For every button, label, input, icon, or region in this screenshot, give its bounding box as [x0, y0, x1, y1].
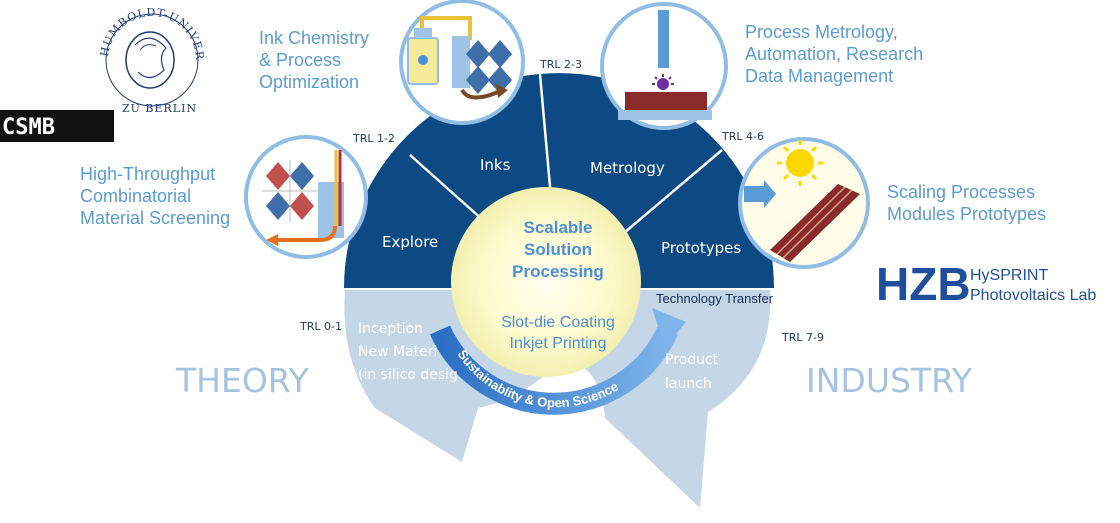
scaling-circle [738, 137, 870, 269]
center-glow [451, 187, 641, 377]
segment-inks: Inks [480, 156, 511, 174]
segment-explore: Explore [382, 233, 438, 251]
metrology-line-3: Data Management [745, 66, 893, 86]
trl-4-6: TRL 4-6 [721, 130, 764, 143]
metrology-circle [600, 2, 728, 130]
center-line-4: Slot-die Coating [501, 314, 615, 331]
trl-0-1: TRL 0-1 [299, 320, 342, 333]
metrology-line-2: Automation, Research [745, 44, 923, 64]
svg-text:CSMB: CSMB [2, 115, 55, 140]
sustainability-arc [429, 325, 679, 415]
product-label: Product [665, 352, 719, 368]
segment-metrology: Metrology [590, 159, 665, 177]
inception-label: Inception [358, 321, 423, 337]
sun-icon [786, 149, 814, 177]
probe-icon [658, 10, 669, 68]
screening-line-1: High-Throughput [80, 164, 215, 184]
svg-text:Photovoltaics Lab: Photovoltaics Lab [970, 287, 1096, 304]
arrow-right-icon [744, 180, 776, 208]
screening-circle [244, 135, 368, 259]
center-line-3: Processing [512, 262, 604, 281]
theory-label: THEORY [175, 361, 310, 400]
center-line-1: Scalable [524, 218, 593, 237]
csmb-logo: CSMB [0, 110, 114, 142]
flow-arrow [278, 225, 337, 242]
new-materials-label: New Materi [358, 344, 437, 360]
screening-line-2: Combinatorial [80, 186, 191, 206]
industry-label: INDUSTRY [806, 361, 973, 400]
trl-1-2: TRL 1-2 [352, 132, 395, 145]
ink-line-2: & Process [259, 50, 341, 70]
metrology-line-1: Process Metrology, [745, 22, 898, 42]
center-line-2: Solution [524, 240, 592, 259]
technology-transfer-label: Technology Transfer [656, 291, 774, 306]
arc-arrowhead [652, 308, 686, 347]
ink-line-1: Ink Chemistry [259, 28, 369, 48]
ink-circle [399, 0, 525, 125]
ink-line-3: Optimization [259, 72, 359, 92]
in-silico-label: (in silico desig [358, 367, 458, 383]
trl-2-3: TRL 2-3 [539, 58, 582, 71]
crystal-grid-icon [262, 160, 318, 222]
humboldt-university-logo: HUMBOLDT-UNIVERSITÄT ZU BERLIN [0, 0, 206, 115]
launch-label: launch [665, 376, 712, 392]
svg-text:HySPRINT: HySPRINT [970, 267, 1048, 284]
scaling-line-2: Modules Prototypes [887, 204, 1046, 224]
hzb-logo: HZB HySPRINT Photovoltaics Lab [876, 258, 1096, 310]
scaling-line-1: Scaling Processes [887, 182, 1035, 202]
screening-line-3: Material Screening [80, 208, 230, 228]
svg-text:HUMBOLDT-UNIVERSITÄT: HUMBOLDT-UNIVERSITÄT [0, 0, 206, 61]
svg-text:ZU BERLIN: ZU BERLIN [122, 102, 197, 115]
svg-text:HZB: HZB [876, 258, 971, 310]
segment-prototypes: Prototypes [661, 239, 741, 257]
trl-7-9: TRL 7-9 [781, 331, 824, 344]
center-line-5: Inkjet Printing [510, 335, 607, 352]
